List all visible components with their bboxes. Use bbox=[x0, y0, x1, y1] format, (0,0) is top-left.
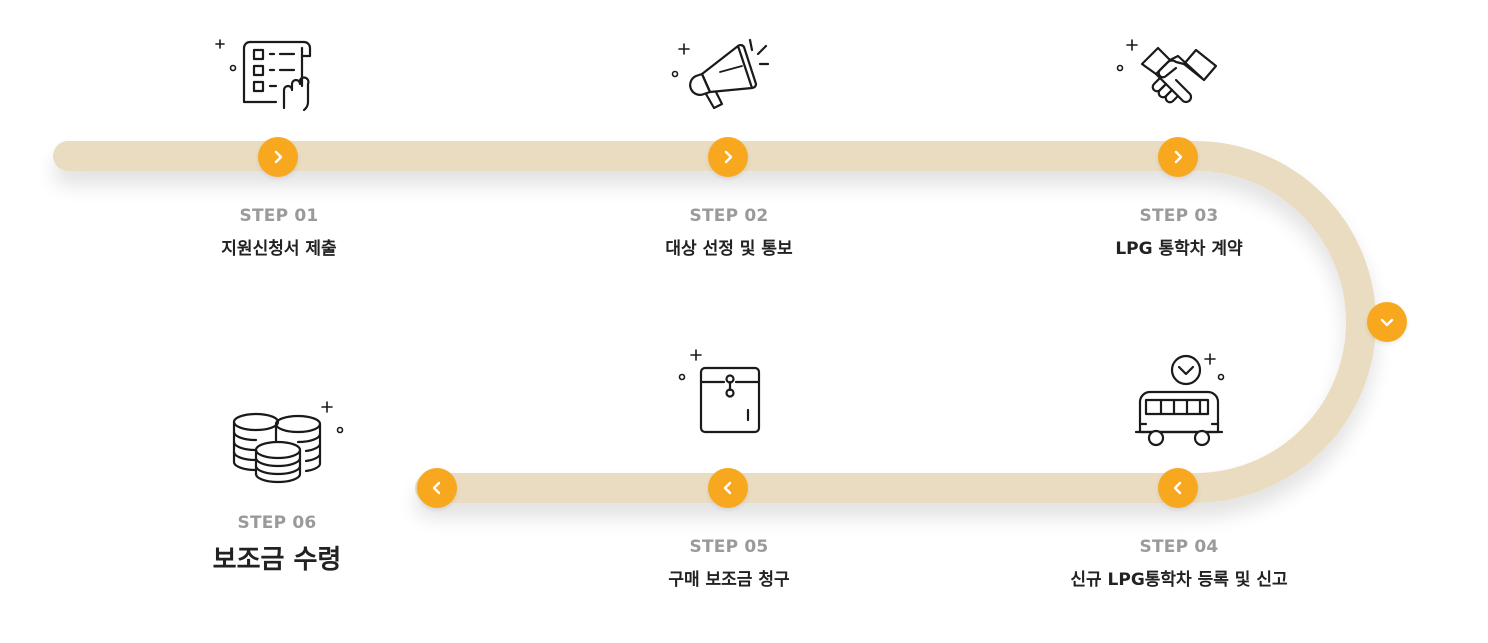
end-arrow-node[interactable] bbox=[417, 468, 457, 508]
step-title: 지원신청서 제출 bbox=[221, 239, 337, 259]
envelope-icon bbox=[678, 349, 761, 434]
step-number: STEP 05 bbox=[689, 537, 769, 557]
step-number: STEP 02 bbox=[689, 206, 769, 226]
step-06: STEP 06 보조금 수령 bbox=[117, 513, 437, 576]
step-04: STEP 04 신규 LPG통학차 등록 및 신고 bbox=[1019, 537, 1339, 590]
chevron-left-icon bbox=[1173, 481, 1182, 495]
chevron-right-icon bbox=[274, 150, 283, 164]
step-03: STEP 03 LPG 통학차 계약 bbox=[1019, 206, 1339, 259]
chevron-left-icon bbox=[723, 481, 732, 495]
step-number: STEP 04 bbox=[1139, 537, 1219, 557]
step-04-arrow-node[interactable] bbox=[1158, 468, 1198, 508]
step-02: STEP 02 대상 선정 및 통보 bbox=[569, 206, 889, 259]
application-form-icon bbox=[215, 39, 312, 112]
step-title: 대상 선정 및 통보 bbox=[665, 239, 793, 259]
step-02-arrow-node[interactable] bbox=[708, 137, 748, 177]
step-number: STEP 03 bbox=[1139, 206, 1219, 226]
turn-arrow-node[interactable] bbox=[1367, 302, 1407, 342]
step-05-arrow-node[interactable] bbox=[708, 468, 748, 508]
step-number: STEP 01 bbox=[239, 206, 319, 226]
bus-icon bbox=[1134, 353, 1225, 447]
step-05: STEP 05 구매 보조금 청구 bbox=[569, 537, 889, 590]
step-title: 보조금 수령 bbox=[212, 545, 342, 575]
step-title: LPG 통학차 계약 bbox=[1115, 239, 1243, 259]
chevron-down-icon bbox=[1380, 318, 1394, 327]
handshake-icon bbox=[1116, 39, 1218, 104]
step-01: STEP 01 지원신청서 제출 bbox=[119, 206, 439, 259]
coins-icon bbox=[232, 401, 344, 484]
step-number: STEP 06 bbox=[237, 513, 317, 533]
step-03-arrow-node[interactable] bbox=[1158, 137, 1198, 177]
step-title: 구매 보조금 청구 bbox=[668, 570, 790, 590]
chevron-right-icon bbox=[1174, 150, 1183, 164]
chevron-left-icon bbox=[432, 481, 441, 495]
step-01-arrow-node[interactable] bbox=[258, 137, 298, 177]
step-title: 신규 LPG통학차 등록 및 신고 bbox=[1070, 570, 1288, 590]
megaphone-icon bbox=[671, 38, 770, 110]
chevron-right-icon bbox=[724, 150, 733, 164]
